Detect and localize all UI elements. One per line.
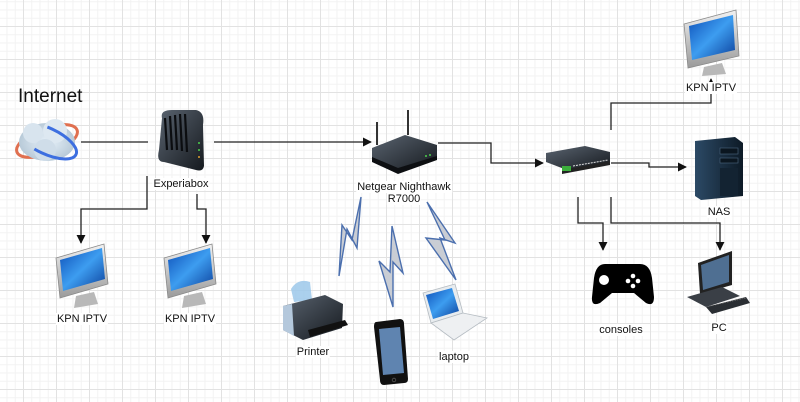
- edge-experiabox-kpn-iptv-2: [196, 194, 211, 244]
- monitor-icon: [683, 9, 740, 76]
- monitor-icon: [55, 243, 109, 308]
- label-printer: Printer: [295, 346, 331, 358]
- monitor-icon: [163, 243, 217, 308]
- label-kpn-iptv-1: KPN IPTV: [55, 313, 109, 325]
- edge-experiabox-kpn-iptv-1: [76, 176, 148, 244]
- switch-icon: [546, 146, 610, 174]
- wireless-bolt-phone: [378, 225, 405, 308]
- label-pc: PC: [710, 322, 728, 334]
- server-tower-icon: [695, 137, 743, 200]
- router-icon: [372, 110, 437, 174]
- smartphone-icon: [374, 319, 408, 385]
- wireless-bolt-laptop: [424, 201, 457, 281]
- internet-cloud-icon: [15, 119, 79, 161]
- edge-router-switch: [438, 142, 544, 168]
- label-laptop: laptop: [438, 351, 470, 363]
- gamepad-icon: [591, 264, 654, 305]
- label-experiabox: Experiabox: [152, 178, 210, 190]
- label-kpn-iptv-2: KPN IPTV: [163, 313, 217, 325]
- edge-switch-consoles: [577, 197, 608, 251]
- label-kpn-iptv-3: KPN IPTV: [684, 82, 738, 94]
- connectors: [76, 78, 725, 251]
- printer-icon: [283, 280, 348, 340]
- edge-switch-pc: [610, 197, 725, 251]
- label-router-line1: Netgear Nighthawk: [356, 181, 452, 193]
- label-nas: NAS: [706, 206, 732, 218]
- laptop-icon: [422, 283, 489, 341]
- label-consoles: consoles: [598, 324, 644, 336]
- edge-switch-nas: [611, 162, 687, 172]
- internet-title: Internet: [18, 86, 83, 107]
- wireless-bolt-printer: [338, 196, 362, 277]
- modem-icon: [158, 110, 204, 171]
- desktop-pc-icon: [687, 251, 750, 314]
- label-router-line2: R7000: [386, 193, 422, 205]
